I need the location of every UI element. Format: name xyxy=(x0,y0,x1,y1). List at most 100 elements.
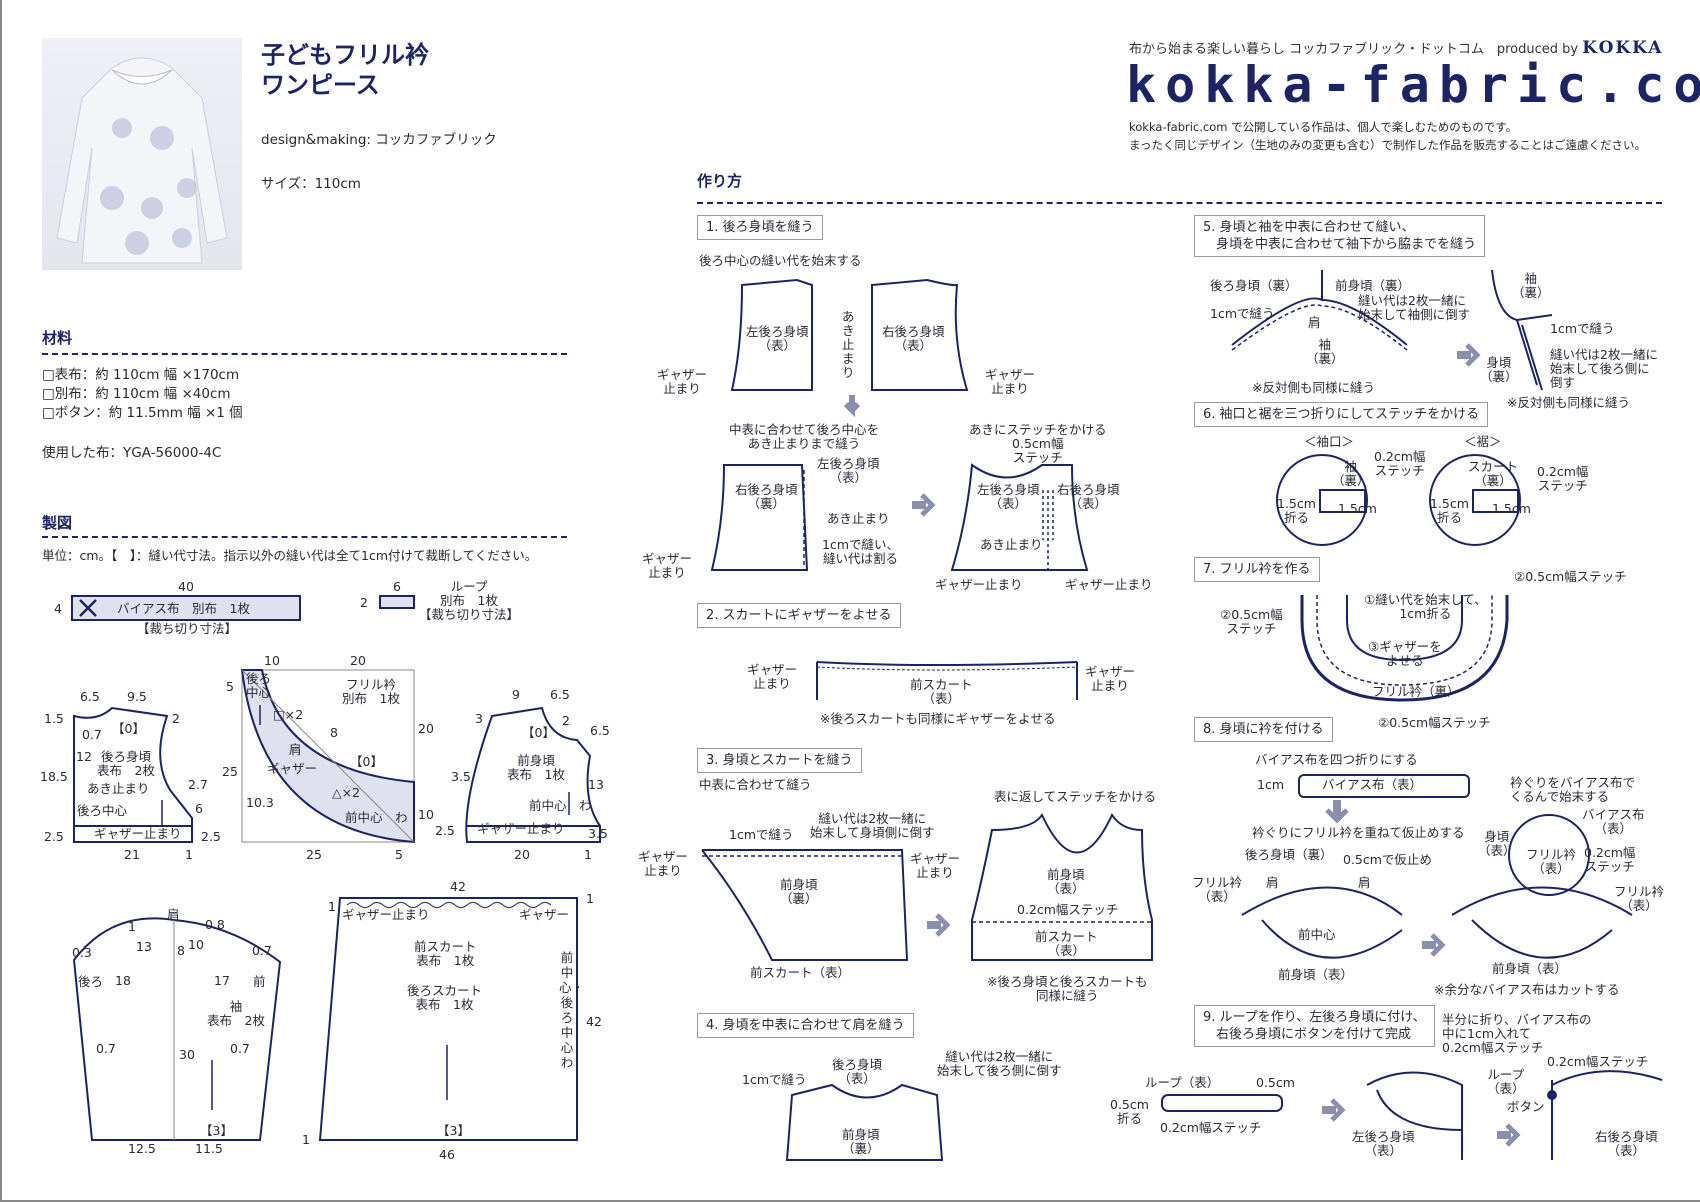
step-note: 衿ぐりにフリル衿を重ねて仮止めする xyxy=(1252,825,1465,840)
step-note: 衿ぐりをバイアス布で くるんで始末する xyxy=(1510,775,1636,804)
divider xyxy=(697,202,1662,204)
step-note: 1cmで縫う xyxy=(742,1072,807,1087)
divider xyxy=(42,536,567,538)
dimension: 20 xyxy=(514,847,530,862)
label: 【3】 xyxy=(437,1123,470,1138)
back-bodice-label: 後ろ身頃 表布 2枚 xyxy=(97,749,155,778)
label: ギャザー止まり xyxy=(94,826,182,841)
step-note: バイアス布を四つ折りにする xyxy=(1255,752,1418,767)
dimension: 20 xyxy=(350,653,366,668)
front-skirt-label: 前スカート 表布 1枚 xyxy=(414,939,477,968)
finished-back-bodice xyxy=(950,463,1089,571)
dimension: 3.5 xyxy=(451,769,471,784)
step-note: 肩 xyxy=(1308,315,1321,330)
step-note: 左後ろ身頃 （表） xyxy=(746,324,809,353)
loop-strip xyxy=(1161,1094,1283,1112)
step-note: フリル衿 （表） xyxy=(1614,884,1665,913)
dimension: 17 xyxy=(214,973,230,988)
cuff-detail xyxy=(1276,454,1368,546)
dimension: 18.5 xyxy=(40,769,68,784)
label: △×2 xyxy=(332,785,361,800)
step-note: 1.5cm 折る xyxy=(1430,496,1469,525)
dimension: 1 xyxy=(328,899,336,914)
step-note: 1cmで縫う xyxy=(1550,321,1615,336)
frill-collar xyxy=(1300,595,1509,702)
design-credit: design&making: コッカファブリック xyxy=(261,132,497,148)
step-note: ボタン xyxy=(1507,1099,1545,1114)
step-note: 表に返してステッチをかける xyxy=(994,789,1157,804)
dimension: 6 xyxy=(393,579,401,594)
step-note: フリル衿（裏） xyxy=(1372,684,1460,699)
step-note: あき止まり xyxy=(980,537,1043,552)
step-note: 縫い代は2枚一緒に 始末して身頃側に倒す xyxy=(810,811,935,840)
material-item: □ボタン：約 11.5mm 幅 ×1 個 xyxy=(42,405,243,421)
step-note: 肩 xyxy=(1358,875,1371,890)
step-note: 縫い代は2枚一緒に 始末して後ろ側に倒す xyxy=(937,1049,1062,1078)
step-note: 後ろ身頃（裏） xyxy=(1245,847,1333,862)
step-note: ※後ろスカートも同様にギャザーをよせる xyxy=(820,711,1056,726)
dimension: 8 xyxy=(330,725,338,740)
step-note: ギャザー 止まり xyxy=(985,367,1036,396)
step-note: ②0.5cm幅ステッチ xyxy=(1378,715,1491,730)
step-note: スカート （裏） xyxy=(1468,459,1519,488)
step-note: 右後ろ身頃 （表） xyxy=(882,324,945,353)
dimension: 1 xyxy=(302,1132,310,1147)
step-note: 縫い代は2枚一緒に 始末して後ろ側に 倒す xyxy=(1550,347,1658,390)
dimension: 1 xyxy=(185,847,193,862)
howto-heading: 作り方 xyxy=(697,172,743,190)
step-note: ※後ろ身頃と後ろスカートも 同様に縫う xyxy=(987,974,1148,1003)
step-8-title: 8. 身頃に衿を付ける xyxy=(1194,717,1333,742)
step-note: 右後ろ身頃 （裏） xyxy=(735,482,798,511)
step-6-title: 6. 袖口と裾を三つ折りにしてステッチをかける xyxy=(1194,402,1489,427)
step-note: 袖 （裏） xyxy=(1512,271,1550,300)
dimension: 0.7 xyxy=(82,727,102,742)
dimension: 5 xyxy=(395,847,403,862)
dimension: 12.5 xyxy=(128,1141,156,1156)
label: ギャザー xyxy=(267,761,318,776)
step-note: 後ろ中心の縫い代を始末する xyxy=(699,253,862,268)
step-note: フリル衿 （表） xyxy=(1192,875,1243,904)
material-item: □表布：約 110cm 幅 ×170cm xyxy=(42,367,240,383)
step-note: ギャザー 止まり xyxy=(642,551,693,580)
step-2-title: 2. スカートにギャザーをよせる xyxy=(697,603,901,628)
dimension: 2 xyxy=(562,713,570,728)
bias-strip xyxy=(1298,774,1470,798)
dimension: 8 xyxy=(177,943,185,958)
step-note: 前身頃（表） xyxy=(1492,961,1568,976)
step-note: あ き 止 ま り xyxy=(842,309,855,380)
hem-detail xyxy=(1429,454,1521,546)
label: 肩 xyxy=(289,742,302,757)
step-note: ＜袖口＞ xyxy=(1304,434,1355,449)
dimension: 42 xyxy=(586,1014,602,1029)
step-note: ＜裾＞ xyxy=(1464,434,1502,449)
step-note: 前スカート（表） xyxy=(750,965,851,980)
notice-line-2: まったく同じデザイン（生地のみの変更も含む）で制作した作品を販売することはご遠慮… xyxy=(1129,138,1647,152)
step-note: 0.2cm幅 ステッチ xyxy=(1584,845,1636,874)
step-note: 前身頃（表） xyxy=(1278,967,1354,982)
dimension: 12 xyxy=(76,749,92,764)
dimension: 21 xyxy=(124,847,140,862)
step-note: ギャザー 止まり xyxy=(1085,664,1136,693)
step-note: 1.5cm 折る xyxy=(1277,496,1316,525)
dimension: 0.7 xyxy=(230,1041,250,1056)
label: ギャザー xyxy=(519,907,570,922)
kokka-brand: KOKKA xyxy=(1582,38,1664,58)
notice-line-1: kokka-fabric.com で公開している作品は、個人で楽しむためのもので… xyxy=(1129,120,1518,134)
dimension: 0.7 xyxy=(252,943,272,958)
dimension: 6.5 xyxy=(550,687,570,702)
step-3-title: 3. 身頃とスカートを縫う xyxy=(697,748,862,773)
label: 【0】 xyxy=(112,721,145,736)
dimension: 2.5 xyxy=(435,823,455,838)
dimension: 46 xyxy=(439,1147,455,1162)
step-note: ①縫い代を始末して、 1cm折る xyxy=(1364,592,1487,621)
side-seam xyxy=(1491,269,1553,391)
step-note: 半分に折り、バイアス布の 中に1cm入れて 0.2cm幅ステッチ xyxy=(1442,1012,1592,1055)
dimension: 2 xyxy=(360,595,368,610)
site-logo[interactable]: kokka-fabric.com xyxy=(1126,56,1700,114)
size-info: サイズ：110cm xyxy=(261,176,361,192)
loop-piece xyxy=(379,595,415,609)
gathered-skirt xyxy=(816,661,1078,666)
dimension: 1 xyxy=(128,919,136,934)
step-note: ギャザー止まり xyxy=(935,577,1023,592)
